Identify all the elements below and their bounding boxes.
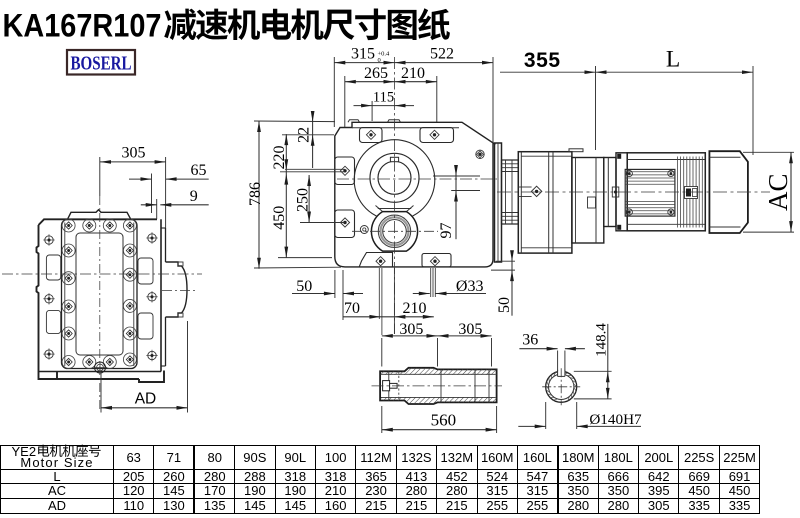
- svg-text:148.4: 148.4: [594, 323, 610, 357]
- svg-text:560: 560: [431, 411, 457, 430]
- svg-text:305: 305: [458, 321, 482, 338]
- svg-text:Ø140H7: Ø140H7: [589, 411, 642, 428]
- svg-text:BOSERL: BOSERL: [71, 53, 132, 75]
- svg-text:Ø33: Ø33: [456, 278, 484, 295]
- svg-text:KA167R107: KA167R107: [3, 7, 162, 43]
- svg-text:97: 97: [438, 223, 455, 239]
- svg-text:355: 355: [524, 49, 561, 72]
- svg-text:250: 250: [294, 188, 311, 212]
- svg-text:210: 210: [401, 65, 425, 82]
- svg-text:265: 265: [364, 65, 388, 82]
- svg-text:AC: AC: [763, 173, 793, 211]
- svg-text:50: 50: [296, 278, 312, 295]
- svg-text:450: 450: [271, 206, 288, 230]
- svg-text:210: 210: [403, 300, 427, 317]
- svg-text:9: 9: [190, 188, 198, 205]
- svg-text:0: 0: [378, 57, 381, 64]
- svg-text:70: 70: [344, 300, 360, 317]
- svg-text:22: 22: [296, 127, 313, 143]
- svg-text:36: 36: [522, 332, 538, 349]
- svg-text:YE2: YE2: [12, 444, 37, 459]
- svg-text:315: 315: [351, 46, 375, 63]
- svg-text:522: 522: [430, 46, 454, 63]
- svg-text:L: L: [666, 47, 680, 73]
- svg-text:AD: AD: [135, 391, 157, 408]
- svg-text:305: 305: [122, 145, 146, 162]
- svg-text:+0.4: +0.4: [378, 51, 391, 58]
- svg-text:50: 50: [496, 297, 513, 313]
- svg-text:786: 786: [247, 182, 264, 206]
- svg-text:65: 65: [191, 162, 207, 179]
- svg-text:115: 115: [373, 90, 394, 106]
- svg-text:305: 305: [399, 321, 423, 338]
- svg-text:220: 220: [271, 146, 288, 170]
